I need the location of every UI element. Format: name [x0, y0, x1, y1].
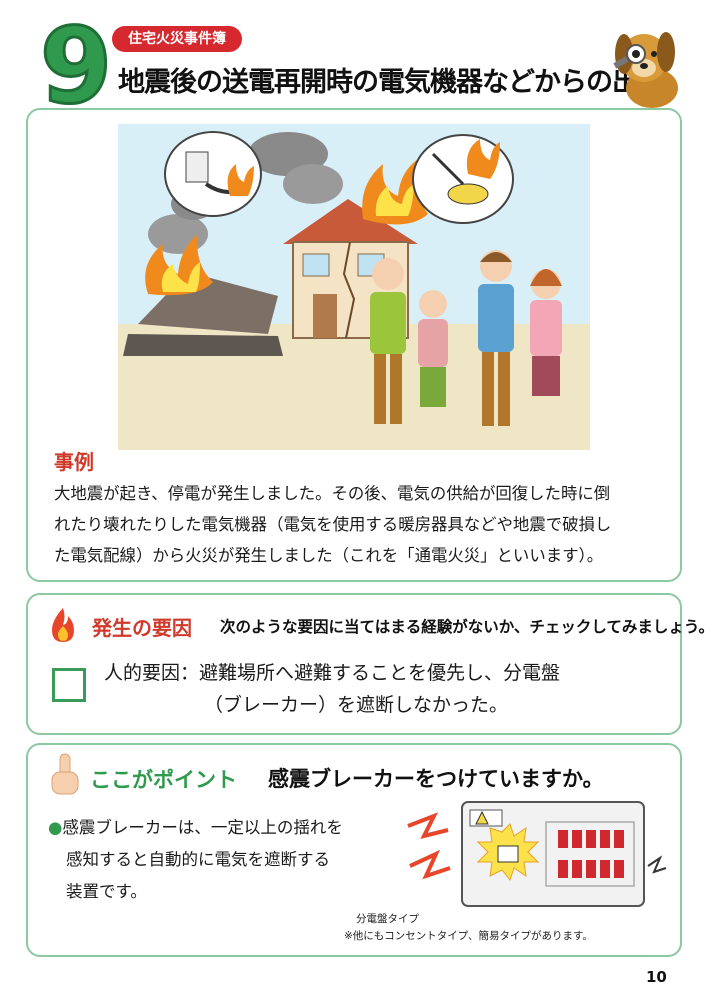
point-bullet: ●感震ブレーカーは、一定以上の揺れを 感知すると自動的に電気を遮断する 装置です…	[48, 812, 388, 908]
case-heading: 事例	[54, 450, 94, 474]
breaker-panel-icon	[407, 801, 667, 907]
breaker-caption: 分電盤タイプ	[356, 913, 419, 925]
fire-icon	[52, 608, 74, 642]
bullet-line: 装置です。	[66, 882, 147, 901]
point-heading: ここがポイント	[90, 768, 237, 792]
category-pill: 住宅火災事件簿	[112, 26, 242, 52]
case-text: 大地震が起き、停電が発生しました。その後、電気の供給が回復した時に倒 れたり壊れ…	[54, 478, 670, 571]
factor-line: （ブレーカー）を遮断しなかった。	[204, 694, 509, 716]
factor-line: 人的要因：避難場所へ避難することを優先し、分電盤	[104, 662, 561, 684]
chapter-number: 9	[40, 18, 112, 110]
factor-checkbox[interactable]	[52, 668, 86, 702]
factors-panel	[26, 593, 682, 735]
case-line: れたり壊れたりした電気機器（電気を使用する暖房器具などや地震で破損し	[54, 515, 612, 534]
bullet-dot-icon: ●	[48, 818, 63, 837]
case-line: 大地震が起き、停電が発生しました。その後、電気の供給が回復した時に倒	[54, 484, 611, 503]
factor-item: 人的要因：避難場所へ避難することを優先し、分電盤 （ブレーカー）を遮断しなかった…	[104, 657, 560, 721]
point-title: 感震ブレーカーをつけていますか。	[268, 767, 604, 791]
pointing-finger-icon	[51, 753, 79, 795]
page-number: 10	[646, 968, 667, 986]
breaker-note: ※他にもコンセントタイプ、簡易タイプがあります。	[344, 930, 593, 942]
chapter-number-badge: 9	[38, 18, 113, 110]
page-title: 地震後の送電再開時の電気機器などからの出火	[118, 67, 665, 98]
dog-mascot-icon	[613, 32, 678, 108]
case-line: た電気配線）から火災が発生しました（これを「通電火災」といいます）。	[54, 546, 604, 565]
factors-heading: 発生の要因	[92, 616, 192, 640]
factors-subheading: 次のような要因に当てはまる経験がないか、チェックしてみましょう。	[220, 618, 707, 636]
earthquake-fire-illustration	[118, 124, 590, 450]
bullet-line: 感震ブレーカーは、一定以上の揺れを	[62, 818, 343, 837]
bullet-line: 感知すると自動的に電気を遮断する	[66, 850, 330, 869]
